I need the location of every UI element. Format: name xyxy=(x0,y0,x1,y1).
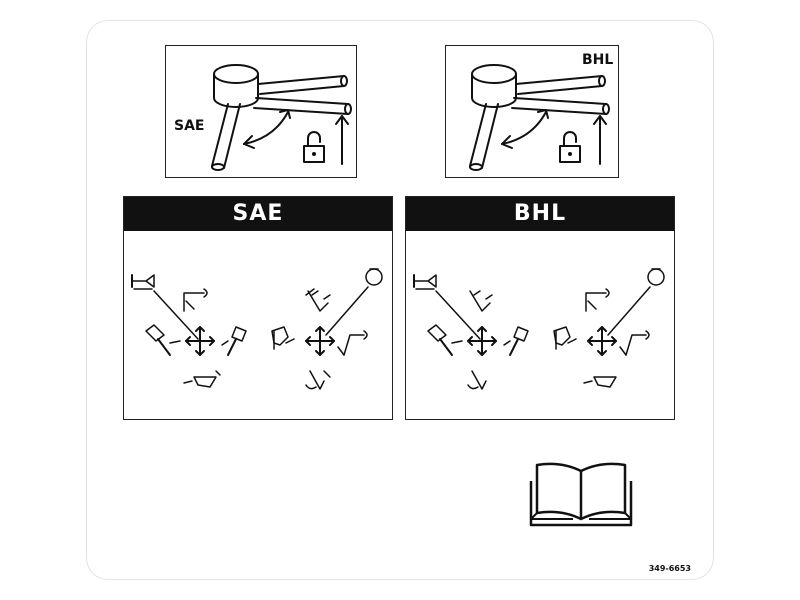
bucket-icon xyxy=(183,370,221,388)
book-icon xyxy=(529,462,633,527)
lock-icon xyxy=(559,131,581,163)
horn-icon xyxy=(413,274,437,290)
lever-label: BHL xyxy=(582,52,614,68)
swing-icon xyxy=(365,268,383,286)
swing-icon xyxy=(503,326,529,356)
panel-title: SAE xyxy=(124,197,392,231)
boom-icon xyxy=(585,288,610,312)
dipper-icon xyxy=(467,370,487,390)
boom-icon xyxy=(183,288,208,312)
swing-icon xyxy=(145,324,181,356)
lever-icon xyxy=(211,64,352,171)
lever-label: SAE xyxy=(174,118,205,134)
control-pattern-diagram xyxy=(413,268,665,390)
lever-diagram-bhl: BHL xyxy=(445,45,619,178)
decal-card: SAE BHL SAE xyxy=(86,20,714,580)
lever-icon xyxy=(469,64,610,171)
bucket-icon xyxy=(271,326,295,350)
panel-title: BHL xyxy=(406,197,674,231)
horn-icon xyxy=(131,274,155,290)
bucket-icon xyxy=(553,326,577,350)
pattern-panel-sae: SAE xyxy=(123,196,393,420)
boom-icon xyxy=(619,330,650,356)
swing-icon xyxy=(221,326,247,356)
control-pattern-diagram xyxy=(131,268,383,390)
boom-icon xyxy=(337,330,368,356)
dipper-icon xyxy=(469,290,493,312)
pattern-panel-bhl: BHL xyxy=(405,196,675,420)
lever-diagram-sae: SAE xyxy=(165,45,357,178)
swing-icon xyxy=(647,268,665,286)
bucket-icon xyxy=(583,376,617,388)
dipper-icon xyxy=(305,288,331,312)
swing-icon xyxy=(427,324,463,356)
dipper-icon xyxy=(305,370,331,390)
lock-icon xyxy=(303,131,325,163)
part-number: 349-6653 xyxy=(648,564,691,573)
